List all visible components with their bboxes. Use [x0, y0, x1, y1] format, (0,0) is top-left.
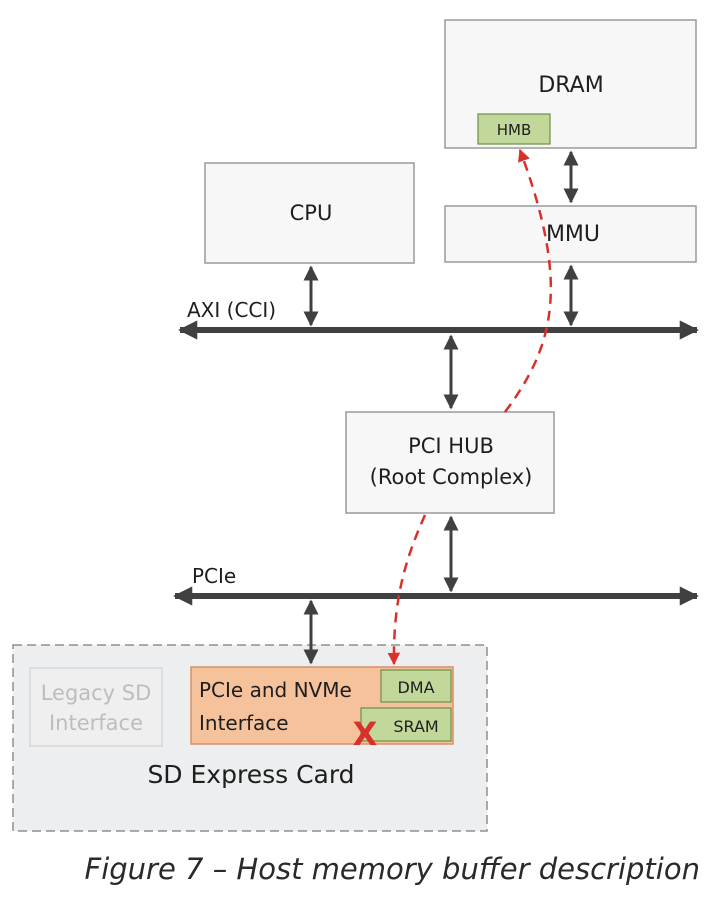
hmb-box [477, 113, 551, 145]
legacy-sd-interface-box [29, 667, 163, 747]
dram-box [444, 19, 697, 149]
axi-bus-label: AXI (CCI) [187, 298, 276, 322]
mmu-label: MMU [546, 222, 600, 247]
mmu-box [444, 205, 697, 263]
sram-x-marker: X [353, 715, 378, 753]
pcie-nvme-label-line1: PCIe and NVMe [199, 678, 352, 702]
sd-express-card-title: SD Express Card [147, 760, 354, 789]
sram-label: SRAM [393, 717, 438, 736]
pci-hub-label-line1: PCI HUB [408, 434, 494, 458]
dram-label: DRAM [538, 73, 603, 98]
dma-box [380, 669, 452, 703]
sram-box [360, 707, 452, 742]
dma-label: DMA [397, 678, 434, 697]
pcie-nvme-label-line2: Interface [199, 711, 289, 735]
pci-hub-label-line2: (Root Complex) [370, 465, 533, 489]
hmb-label: HMB [497, 121, 532, 139]
hmb-access-path-upper [503, 148, 553, 413]
hmb-access-path-lower [387, 514, 427, 666]
cpu-label: CPU [290, 201, 333, 225]
pci-hub-box [345, 411, 555, 514]
cpu-box [204, 162, 415, 264]
pcie-bus-label: PCIe [192, 564, 236, 588]
legacy-sd-label-line1: Legacy SD [41, 681, 152, 705]
figure-caption: Figure 7 – Host memory buffer descriptio… [84, 852, 700, 886]
legacy-sd-label-line2: Interface [49, 711, 143, 735]
